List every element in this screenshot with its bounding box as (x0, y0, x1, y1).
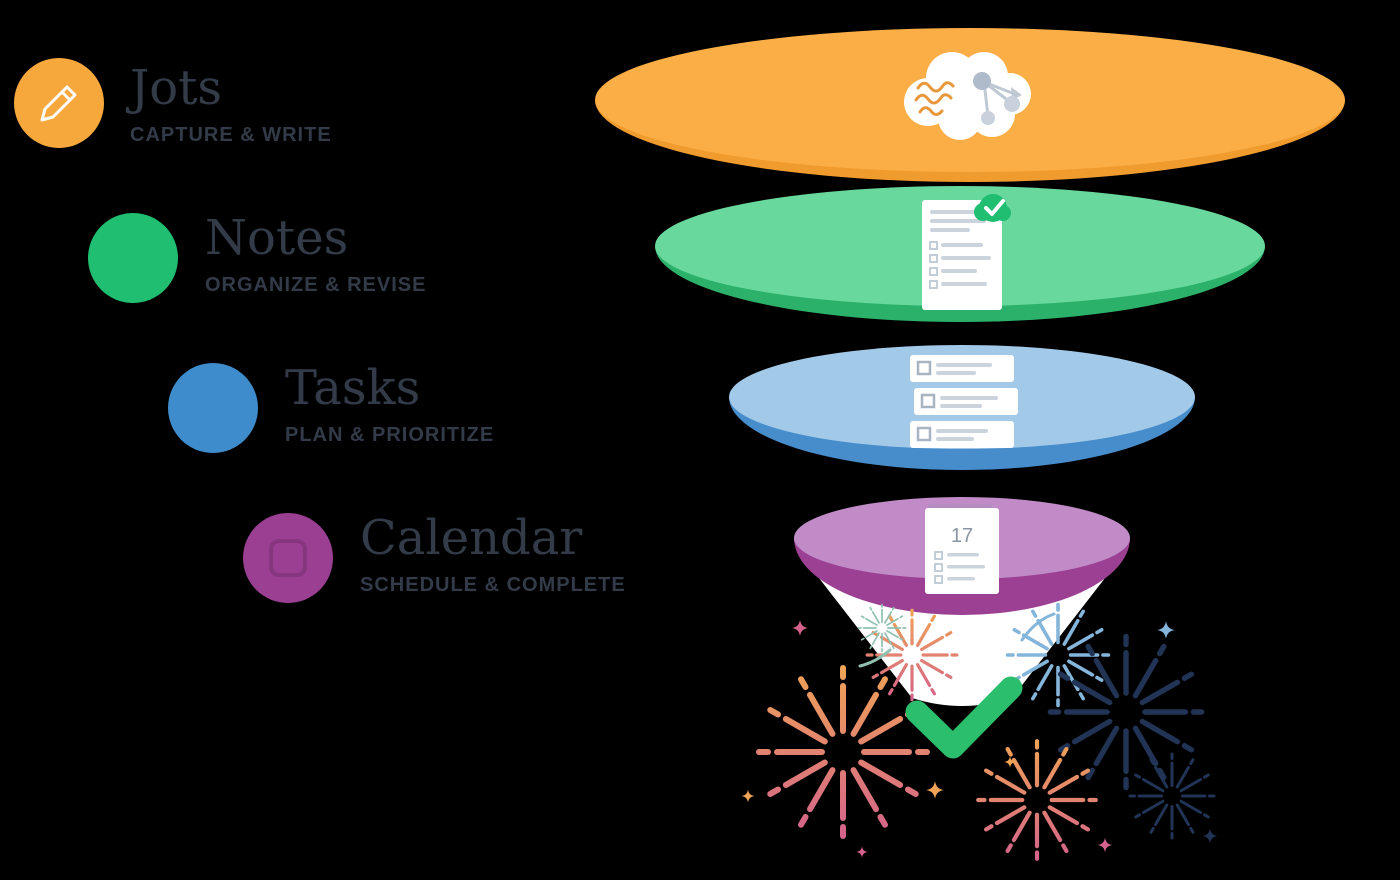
brain-doodle-icon (904, 52, 1031, 140)
legend-item-tasks: Tasks PLAN & PRIORITIZE (285, 360, 495, 447)
tasks-title: Tasks (285, 360, 421, 416)
task-list-icon (910, 355, 1018, 448)
notes-title: Notes (205, 210, 349, 266)
jots-title: Jots (130, 60, 223, 116)
jots-bullet (14, 58, 104, 148)
mind-map-doodle (973, 72, 1022, 125)
firework-burst-icon (978, 741, 1096, 859)
funnel-stage-notes (655, 186, 1265, 322)
legend-item-calendar: Calendar SCHEDULE & COMPLETE (360, 510, 626, 597)
funnel-stage-calendar: 17 (794, 497, 1130, 615)
firework-burst-icon (759, 668, 927, 836)
firework-burst-icon (1050, 636, 1201, 787)
pencil-icon (40, 85, 77, 122)
tasks-subtitle: PLAN & PRIORITIZE (285, 423, 495, 446)
calendar-day-number: 17 (951, 525, 973, 547)
funnel-stage-jots (595, 28, 1345, 182)
calendar-title: Calendar (360, 510, 583, 566)
sparkle-trail (1020, 612, 1056, 642)
note-document-icon (922, 194, 1011, 310)
fireworks-left (759, 603, 959, 836)
notes-bullet (88, 213, 178, 303)
calendar-bullet (243, 513, 333, 603)
calendar-page-icon: 17 (925, 504, 999, 594)
star-icon (792, 620, 808, 636)
fireworks-right (978, 602, 1216, 859)
tasks-bullet (168, 363, 258, 453)
calendar-subtitle: SCHEDULE & COMPLETE (360, 573, 626, 596)
star-icon (1202, 828, 1218, 844)
sparkle-trail (858, 648, 892, 668)
star-icon (741, 789, 755, 803)
funnel-graphic: 17 (595, 28, 1345, 880)
funnel-stage-tasks (729, 345, 1195, 470)
legend-item-jots: Jots CAPTURE & WRITE (130, 60, 332, 147)
rounded-square-icon (269, 539, 307, 577)
sync-check-badge-icon (974, 194, 1011, 222)
star-icon (926, 781, 944, 799)
legend-item-notes: Notes ORGANIZE & REVISE (205, 210, 427, 297)
completion-checkmark-icon (905, 676, 1023, 759)
notes-subtitle: ORGANIZE & REVISE (205, 273, 427, 296)
firework-burst-icon (1128, 752, 1216, 840)
star-icon (856, 846, 868, 858)
star-icon (1097, 837, 1113, 853)
star-icon (1157, 621, 1175, 639)
jots-subtitle: CAPTURE & WRITE (130, 123, 332, 146)
